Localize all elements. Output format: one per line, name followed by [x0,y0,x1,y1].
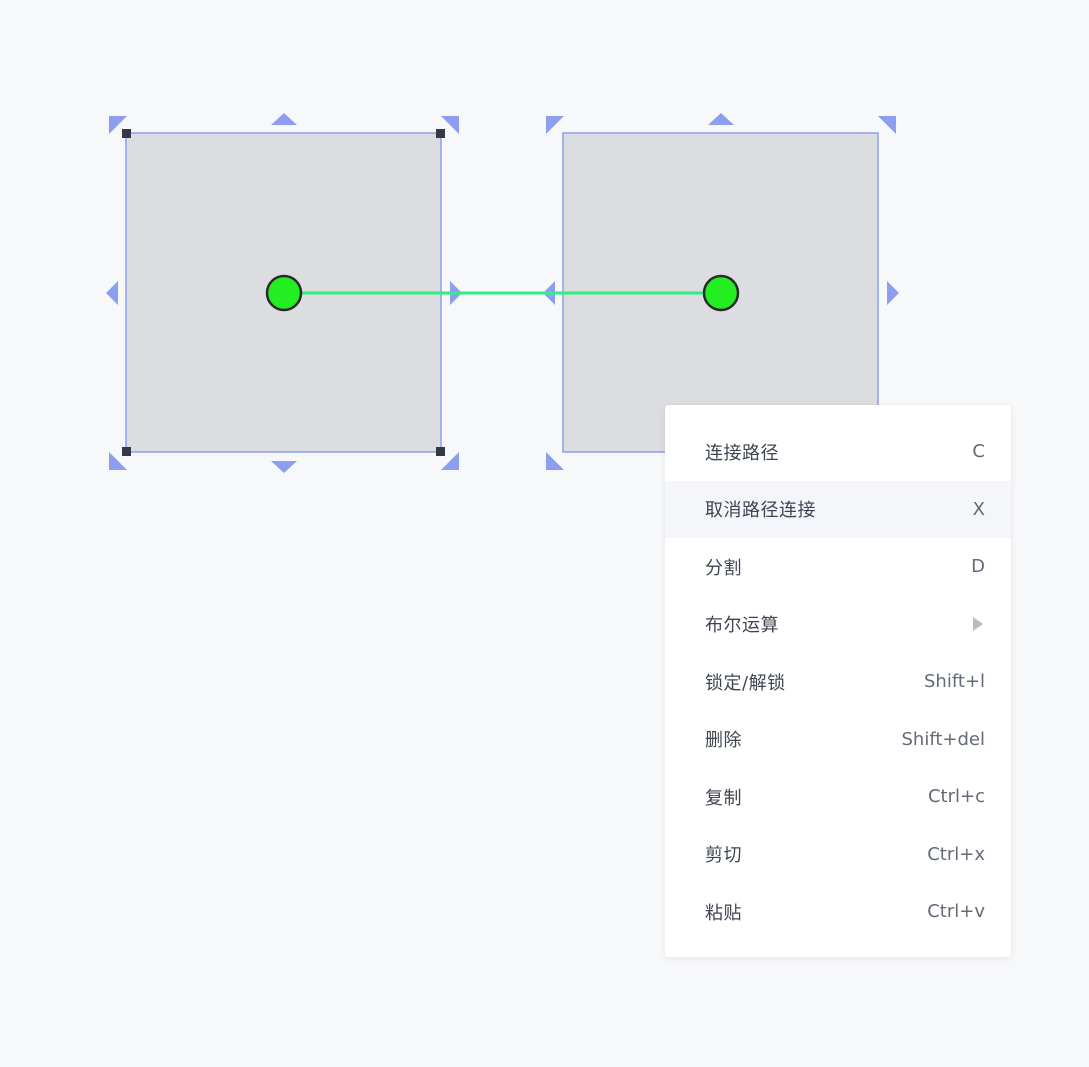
resize-handle-top[interactable] [708,113,734,125]
menu-item-shortcut: Ctrl+v [927,901,985,923]
menu-item-shortcut: Shift+l [924,671,985,693]
resize-handle-bottom-left[interactable] [109,452,127,470]
menu-item-split[interactable]: 分割 D [665,538,1011,596]
resize-handle-top[interactable] [271,113,297,125]
shape-left-corner-points [122,129,445,456]
menu-item-shortcut: D [971,556,985,578]
menu-item-copy[interactable]: 复制 Ctrl+c [665,768,1011,826]
path-node-left[interactable] [265,274,303,312]
resize-handle-left[interactable] [106,281,118,305]
menu-item-cut[interactable]: 剪切 Ctrl+x [665,826,1011,884]
menu-item-shortcut: X [972,498,985,520]
menu-item-label: 取消路径连接 [705,500,816,522]
corner-point[interactable] [122,129,131,138]
menu-item-label: 删除 [705,730,742,752]
menu-item-disconnect-path[interactable]: 取消路径连接 X [665,480,1011,538]
resize-handle-bottom[interactable] [271,461,297,473]
path-node-right[interactable] [702,274,740,312]
menu-item-label: 复制 [705,787,742,809]
menu-item-delete[interactable]: 删除 Shift+del [665,711,1011,769]
menu-item-boolean-operation[interactable]: 布尔运算 [665,596,1011,654]
resize-handle-bottom-left[interactable] [546,452,564,470]
menu-item-label: 连接路径 [705,442,779,464]
resize-handle-right[interactable] [887,281,899,305]
resize-handle-top-left[interactable] [109,116,127,134]
menu-item-label: 剪切 [705,845,742,867]
menu-item-connect-path[interactable]: 连接路径 C [665,423,1011,481]
menu-item-label: 布尔运算 [705,615,779,637]
menu-item-shortcut: Shift+del [901,728,986,750]
corner-point[interactable] [436,129,445,138]
menu-item-paste[interactable]: 粘贴 Ctrl+v [665,883,1011,941]
context-menu: 连接路径 C 取消路径连接 X 分割 D 布尔运算 锁定/解锁 Shift+l … [665,405,1011,957]
resize-handle-top-left[interactable] [546,116,564,134]
menu-item-shortcut: Ctrl+c [927,786,985,808]
menu-item-shortcut: Ctrl+x [927,843,985,865]
menu-item-label: 分割 [705,557,742,579]
menu-item-label: 锁定/解锁 [705,672,786,694]
resize-handle-top-right[interactable] [878,116,896,134]
menu-item-shortcut: C [972,441,985,463]
corner-point[interactable] [436,447,445,456]
chevron-right-icon [973,617,983,632]
corner-point[interactable] [122,447,131,456]
resize-handle-top-right[interactable] [441,116,459,134]
resize-handle-bottom-right[interactable] [441,452,459,470]
menu-item-label: 粘贴 [705,902,742,924]
menu-item-lock-unlock[interactable]: 锁定/解锁 Shift+l [665,653,1011,711]
